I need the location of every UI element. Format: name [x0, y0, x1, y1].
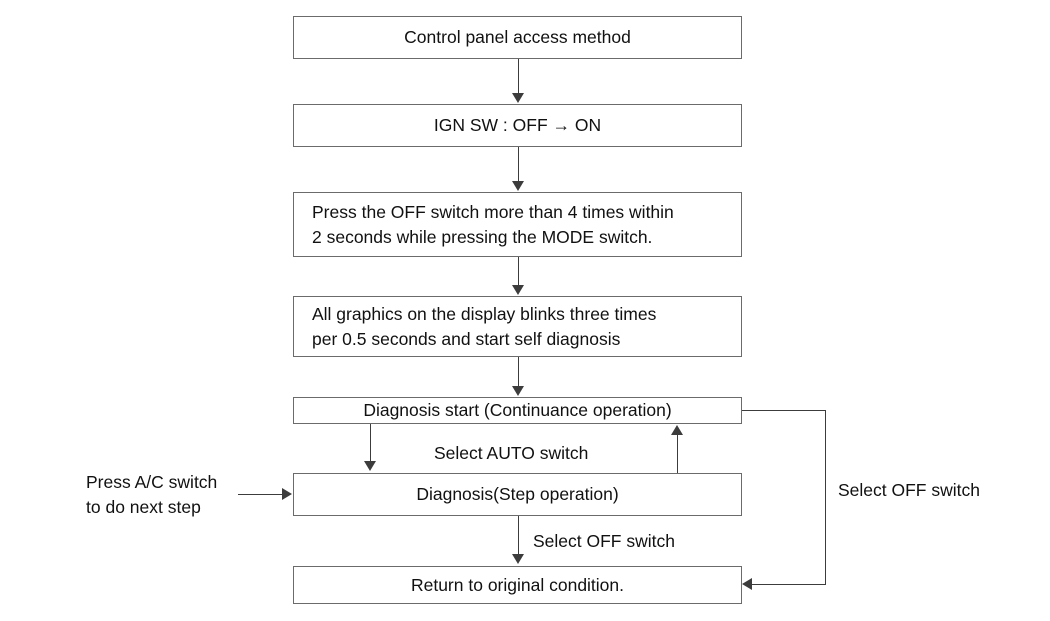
node-all-graphics-blink: All graphics on the display blinks three… [293, 296, 742, 357]
connector-step-to-return [518, 516, 519, 555]
arrowhead-loop-to-return [742, 578, 752, 590]
node-press-off-switch: Press the OFF switch more than 4 times w… [293, 192, 742, 257]
node-diagnosis-step: Diagnosis(Step operation) [293, 473, 742, 516]
node-label: Return to original condition. [410, 574, 625, 595]
arrowhead-start-to-step [364, 461, 376, 471]
node-label: Press the OFF switch more than 4 times w… [312, 201, 674, 247]
node-label: Diagnosis start (Continuance operation) [363, 400, 672, 420]
arrowhead-step-to-return [512, 554, 524, 564]
node-diagnosis-start: Diagnosis start (Continuance operation) [293, 397, 742, 424]
node-return-original: Return to original condition. [293, 566, 742, 604]
edge-label-press-ac-switch: Press A/C switch to do next step [86, 472, 218, 517]
arrowhead-graphics-to-diagnosis-start [512, 386, 524, 396]
arrowhead-access-to-ign [512, 93, 524, 103]
edge-label-select-off-switch-middle: Select OFF switch [533, 531, 675, 551]
connector-ac-switch-to-step [238, 494, 283, 495]
connector-step-to-start [677, 434, 678, 473]
edge-label-select-auto-switch: Select AUTO switch [434, 443, 589, 463]
node-ign-sw: IGN SW : OFF → ON [293, 104, 742, 147]
node-label: All graphics on the display blinks three… [312, 303, 657, 349]
node-label: Control panel access method [404, 27, 631, 47]
connector-access-to-ign [518, 59, 519, 95]
connector-loop-top-segment [742, 410, 826, 411]
connector-loop-vertical-segment [825, 410, 826, 585]
arrowhead-ign-to-press-off [512, 181, 524, 191]
node-control-panel-access-method: Control panel access method [293, 16, 742, 59]
arrowhead-press-off-to-graphics [512, 285, 524, 295]
node-label: Diagnosis(Step operation) [416, 484, 619, 504]
connector-loop-bottom-segment [752, 584, 826, 585]
connector-press-off-to-graphics [518, 257, 519, 286]
edge-label-select-off-switch-right: Select OFF switch [838, 480, 980, 500]
connector-start-to-step [370, 424, 371, 462]
connector-graphics-to-diagnosis-start [518, 357, 519, 387]
connector-ign-to-press-off [518, 147, 519, 182]
arrowhead-step-to-start [671, 425, 683, 435]
node-label: IGN SW : OFF → ON [433, 115, 602, 135]
arrowhead-ac-switch-to-step [282, 488, 292, 500]
